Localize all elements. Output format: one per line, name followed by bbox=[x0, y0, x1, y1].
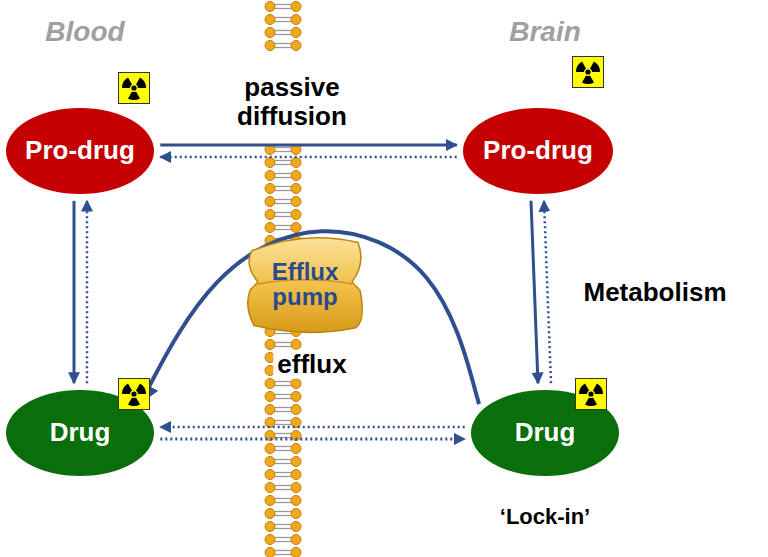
arrow-line bbox=[86, 201, 89, 383]
node-text: Drug bbox=[515, 419, 576, 446]
lipid-bilayer bbox=[263, 0, 303, 52]
arrow-curve bbox=[142, 231, 479, 404]
lock-in-label: ‘Lock-in’ bbox=[500, 505, 590, 529]
prodrug-ellipse: Pro-drug bbox=[462, 107, 614, 195]
arrow-line bbox=[160, 426, 464, 429]
node-text: Pro-drug bbox=[483, 137, 593, 164]
edge-label: Metabolism bbox=[579, 278, 730, 307]
node-text: Efflux pump bbox=[259, 259, 351, 309]
ellipse-fill bbox=[471, 390, 619, 476]
drug-ellipse: Drug bbox=[470, 389, 620, 477]
node-text: Drug bbox=[50, 419, 111, 446]
conversion-arrow bbox=[74, 201, 87, 383]
region-label: Blood bbox=[45, 17, 124, 48]
edge-label: efflux bbox=[273, 350, 350, 379]
ellipse-fill bbox=[6, 390, 154, 476]
arrow-line bbox=[544, 201, 551, 383]
drug-ellipse: Drug bbox=[5, 389, 155, 477]
arrow-line bbox=[160, 144, 456, 147]
pump-body bbox=[248, 238, 363, 333]
radioactive-icon bbox=[119, 73, 150, 104]
efflux-arrow bbox=[142, 231, 479, 404]
ellipse-fill bbox=[463, 108, 613, 194]
ellipse-fill bbox=[6, 108, 154, 194]
efflux-pump: Efflux pump bbox=[244, 232, 366, 336]
region-label: Brain bbox=[509, 17, 581, 48]
diffusion-arrow bbox=[160, 145, 456, 157]
arrow-line bbox=[531, 201, 538, 383]
prodrug-ellipse: Pro-drug bbox=[5, 107, 155, 195]
diffusion-arrow bbox=[160, 427, 464, 439]
metabolism-arrow bbox=[531, 201, 551, 383]
edge-label: passive diffusion bbox=[203, 73, 381, 130]
arrow-line bbox=[160, 156, 456, 159]
arrow-line bbox=[73, 201, 76, 383]
radioactive-icon bbox=[573, 57, 604, 88]
node-text: Pro-drug bbox=[25, 137, 135, 164]
arrow-line bbox=[160, 438, 464, 441]
